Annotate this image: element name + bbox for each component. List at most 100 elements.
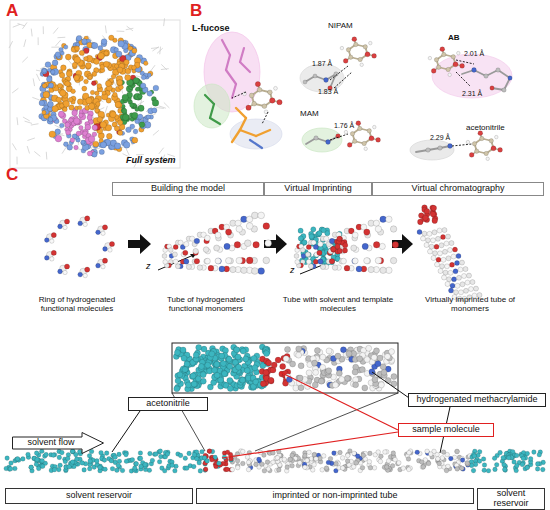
atom-ball xyxy=(225,229,231,235)
atom-ball xyxy=(55,52,61,58)
atom-ball xyxy=(113,455,118,460)
atom-ball xyxy=(340,46,344,50)
bond-stick xyxy=(163,19,165,26)
bond-stick xyxy=(164,103,169,108)
atom-ball xyxy=(290,464,295,469)
atom-ball xyxy=(305,458,310,463)
atom-ball xyxy=(440,456,445,461)
atom-ball xyxy=(502,88,506,92)
atom-ball xyxy=(283,356,289,362)
atom-ball xyxy=(84,79,89,84)
atom-ball xyxy=(138,451,143,456)
atom-ball xyxy=(343,243,348,248)
atom-ball xyxy=(381,369,387,375)
atom-ball xyxy=(109,110,115,116)
atom-ball xyxy=(26,452,31,457)
stage-arrow xyxy=(128,234,151,254)
atom-ball xyxy=(79,113,86,120)
atom-ball xyxy=(83,222,87,226)
atom-ball xyxy=(312,360,318,366)
atom-ball xyxy=(326,348,332,354)
atom-ball xyxy=(264,351,270,357)
bond-stick xyxy=(25,121,32,123)
atom-ball xyxy=(56,97,61,102)
atom-ball xyxy=(444,241,449,246)
atom-ball xyxy=(96,230,101,235)
atom-ball xyxy=(198,469,203,474)
atom-ball xyxy=(275,357,281,363)
atom-ball xyxy=(110,466,115,471)
atom-ball xyxy=(446,256,451,261)
atom-ball xyxy=(358,57,362,61)
atom-ball xyxy=(469,287,474,292)
atom-ball xyxy=(88,75,92,79)
atom-ball xyxy=(124,452,129,457)
atom-ball xyxy=(42,83,47,88)
atom-ball xyxy=(452,277,457,282)
atom-ball xyxy=(203,247,209,253)
bond-stick xyxy=(33,79,34,86)
atom-ball xyxy=(450,283,455,288)
atom-ball xyxy=(300,248,305,253)
atom-ball xyxy=(197,461,202,466)
atom-ball xyxy=(442,228,447,233)
atom-ball xyxy=(105,80,111,86)
atom-ball xyxy=(221,370,227,376)
atom-ball xyxy=(88,103,94,109)
atom-ball xyxy=(144,61,149,66)
atom-ball xyxy=(332,382,338,388)
hbond-line xyxy=(456,60,474,64)
atom-ball xyxy=(183,456,188,461)
atom-ball xyxy=(262,104,267,109)
atom-ball xyxy=(252,365,258,371)
atom-ball xyxy=(59,72,65,78)
bond-stick xyxy=(24,40,26,47)
atom-ball xyxy=(138,456,143,461)
atom-ball xyxy=(109,241,114,246)
atom-ball xyxy=(234,242,240,248)
atom-ball xyxy=(75,46,80,51)
atom-ball xyxy=(74,75,80,81)
atom-ball xyxy=(535,462,540,467)
atom-ball xyxy=(415,450,420,455)
atom-ball xyxy=(130,457,135,462)
atom-ball xyxy=(314,457,319,462)
atom-ball xyxy=(451,55,455,59)
atom-ball xyxy=(214,362,220,368)
atom-ball xyxy=(210,458,215,463)
bond-stick xyxy=(162,65,167,70)
atom-ball xyxy=(442,275,447,280)
bond-stick xyxy=(250,140,262,148)
atom-ball xyxy=(472,454,477,459)
atom-ball xyxy=(109,35,114,40)
atom-ball xyxy=(64,219,69,224)
atom-ball xyxy=(472,68,477,73)
atom-ball xyxy=(44,256,49,261)
atom-ball xyxy=(205,362,211,368)
atom-ball xyxy=(117,67,123,73)
atom-ball xyxy=(51,250,56,255)
atom-ball xyxy=(148,451,153,456)
atom-ball xyxy=(93,124,100,131)
atom-ball xyxy=(147,91,153,97)
atom-ball xyxy=(190,373,196,379)
atom-ball xyxy=(496,68,500,72)
atom-ball xyxy=(438,269,443,274)
atom-ball xyxy=(48,117,53,122)
atom-ball xyxy=(64,264,69,269)
atom-ball xyxy=(63,270,67,274)
atom-ball xyxy=(246,105,251,110)
atom-ball xyxy=(175,378,181,384)
atom-ball xyxy=(441,450,446,455)
bond-stick xyxy=(23,117,29,121)
atom-ball xyxy=(401,466,406,471)
atom-ball xyxy=(184,259,189,264)
atom-ball xyxy=(133,466,138,471)
atom-ball xyxy=(102,258,107,263)
atom-ball xyxy=(290,361,296,367)
atom-ball xyxy=(364,258,370,264)
atom-ball xyxy=(311,240,316,245)
atom-ball xyxy=(407,450,412,455)
atom-ball xyxy=(489,139,493,143)
bond-stick xyxy=(151,47,158,49)
